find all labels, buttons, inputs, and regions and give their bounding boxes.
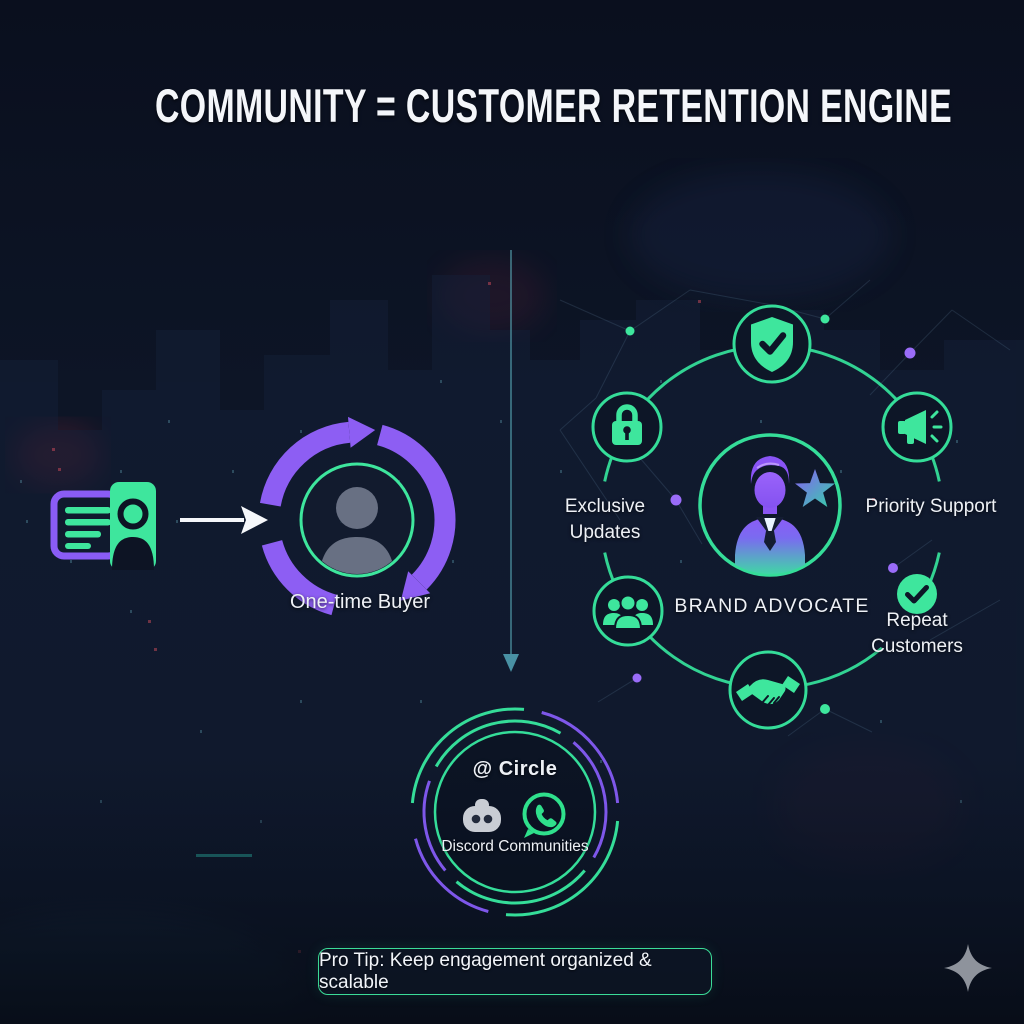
network-dots [625, 314, 916, 714]
network-lines [559, 279, 1011, 737]
megaphone-icon [881, 391, 953, 463]
right-arrow-icon [180, 506, 268, 534]
handshake-icon [728, 650, 808, 730]
discord-icon [463, 799, 501, 832]
repeat-customers-label: Repeat Customers [871, 610, 963, 657]
pro-tip-text: Pro Tip: Keep engagement organized & sca… [319, 949, 652, 993]
page-title: COMMUNITY = CUSTOMER RETENTION ENGINE [154, 79, 953, 132]
star-icon [795, 469, 835, 507]
community-group-icon [592, 575, 664, 647]
lock-icon [591, 391, 663, 463]
contact-card-icon [50, 482, 156, 570]
whatsapp-icon [522, 792, 566, 838]
priority-support-label: Priority Support [865, 496, 997, 517]
shield-check-icon [732, 304, 812, 384]
one-time-buyer-label: One-time Buyer [289, 591, 431, 613]
exclusive-updates-label: Exclusive Updates [564, 496, 646, 543]
cycle-arrows-icon [259, 416, 456, 616]
check-icon [897, 574, 937, 614]
discord-communities-label: Discord Communities [441, 838, 589, 855]
brand-advocate-label: BRAND ADVOCATE [674, 595, 870, 617]
brand-advocate-person-icon [698, 433, 842, 577]
circle-platform-label: @ Circle [472, 758, 558, 780]
platform-circle-rings [410, 707, 620, 917]
sparkle-icon [944, 944, 992, 992]
down-arrow-divider [503, 250, 519, 672]
pro-tip-box: Pro Tip: Keep engagement organized & sca… [318, 948, 712, 995]
